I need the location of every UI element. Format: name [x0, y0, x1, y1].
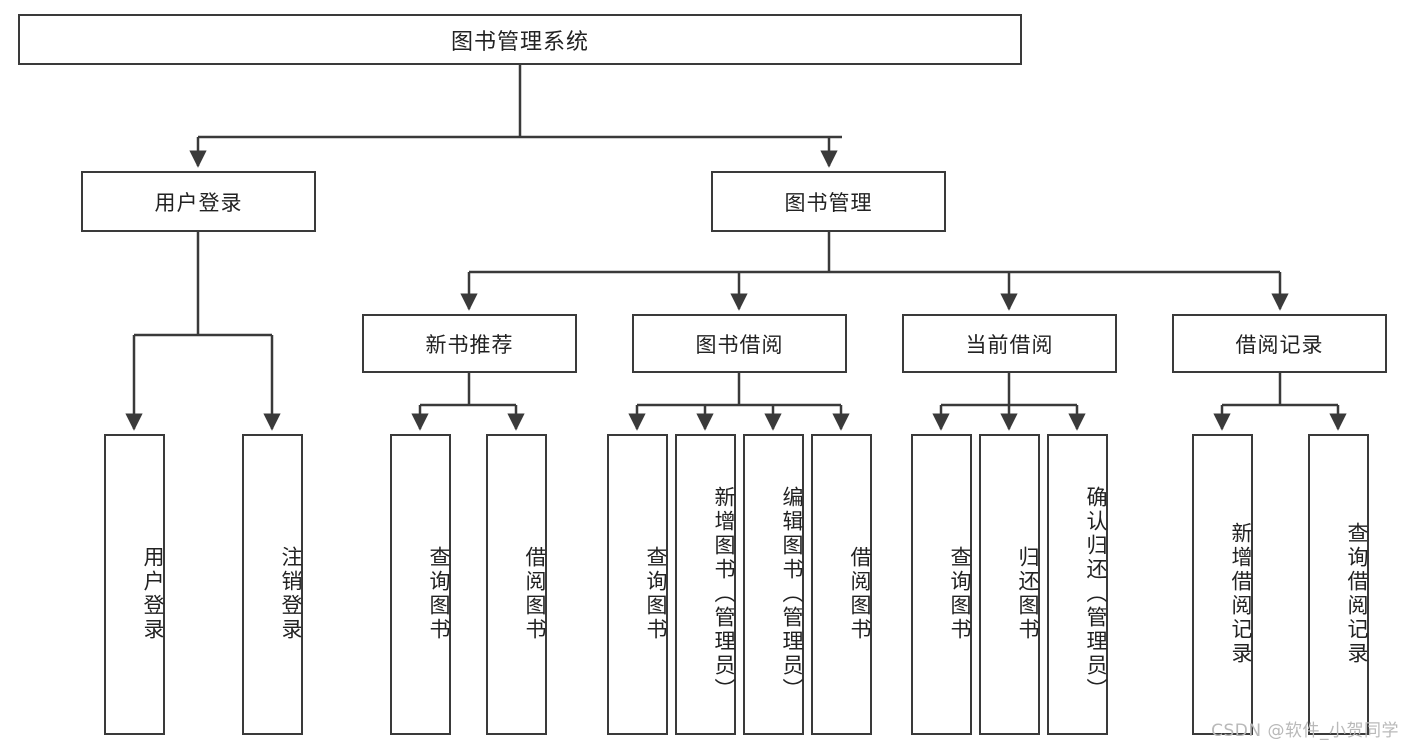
watermark-text: CSDN @软件_小贺同学: [1211, 721, 1399, 741]
node-label: 图书管理系统: [450, 29, 589, 55]
leaf-current-borrow-query-book[interactable]: 查询图书: [911, 434, 972, 735]
node-label: 用户登录: [154, 190, 243, 215]
leaf-user-login-login[interactable]: 用户登录: [104, 434, 165, 735]
node-label: 查询借阅记录: [1345, 521, 1369, 666]
node-root-book-management-system[interactable]: 图书管理系统: [18, 14, 1022, 65]
leaf-borrow-record-add-record[interactable]: 新增借阅记录: [1192, 434, 1253, 735]
node-label: 查询图书: [427, 545, 451, 642]
node-label: 借阅图书: [848, 545, 872, 642]
node-label: 查询图书: [644, 545, 668, 642]
leaf-new-book-borrow-book[interactable]: 借阅图书: [486, 434, 547, 735]
node-new-book-recommend[interactable]: 新书推荐: [362, 314, 577, 373]
leaf-book-borrow-query-book[interactable]: 查询图书: [607, 434, 668, 735]
node-borrow-record[interactable]: 借阅记录: [1172, 314, 1387, 373]
node-label: 当前借阅: [965, 332, 1054, 357]
leaf-user-login-logout[interactable]: 注销登录: [242, 434, 303, 735]
leaf-borrow-record-query-record[interactable]: 查询借阅记录: [1308, 434, 1369, 735]
node-book-borrow[interactable]: 图书借阅: [632, 314, 847, 373]
leaf-book-borrow-add-book-admin[interactable]: 新增图书（管理员）: [675, 434, 736, 735]
node-label: 确认归还（管理员）: [1084, 485, 1108, 702]
node-label: 注销登录: [279, 545, 303, 642]
node-label: 借阅图书: [523, 545, 547, 642]
node-label: 查询图书: [948, 545, 972, 642]
node-user-login[interactable]: 用户登录: [81, 171, 316, 232]
leaf-current-borrow-return-book[interactable]: 归还图书: [979, 434, 1040, 735]
node-label: 新书推荐: [425, 332, 514, 357]
node-label: 编辑图书（管理员）: [780, 485, 804, 702]
node-label: 归还图书: [1016, 545, 1040, 642]
leaf-new-book-query-book[interactable]: 查询图书: [390, 434, 451, 735]
node-current-borrow[interactable]: 当前借阅: [902, 314, 1117, 373]
leaf-current-borrow-confirm-return-admin[interactable]: 确认归还（管理员）: [1047, 434, 1108, 735]
node-book-management[interactable]: 图书管理: [711, 171, 946, 232]
node-label: 图书管理: [784, 190, 873, 215]
leaf-book-borrow-edit-book-admin[interactable]: 编辑图书（管理员）: [743, 434, 804, 735]
node-label: 新增图书（管理员）: [712, 485, 736, 702]
node-label: 用户登录: [141, 545, 165, 642]
node-label: 新增借阅记录: [1229, 521, 1253, 666]
leaf-book-borrow-borrow-book[interactable]: 借阅图书: [811, 434, 872, 735]
node-label: 借阅记录: [1235, 332, 1324, 357]
node-label: 图书借阅: [695, 332, 784, 357]
